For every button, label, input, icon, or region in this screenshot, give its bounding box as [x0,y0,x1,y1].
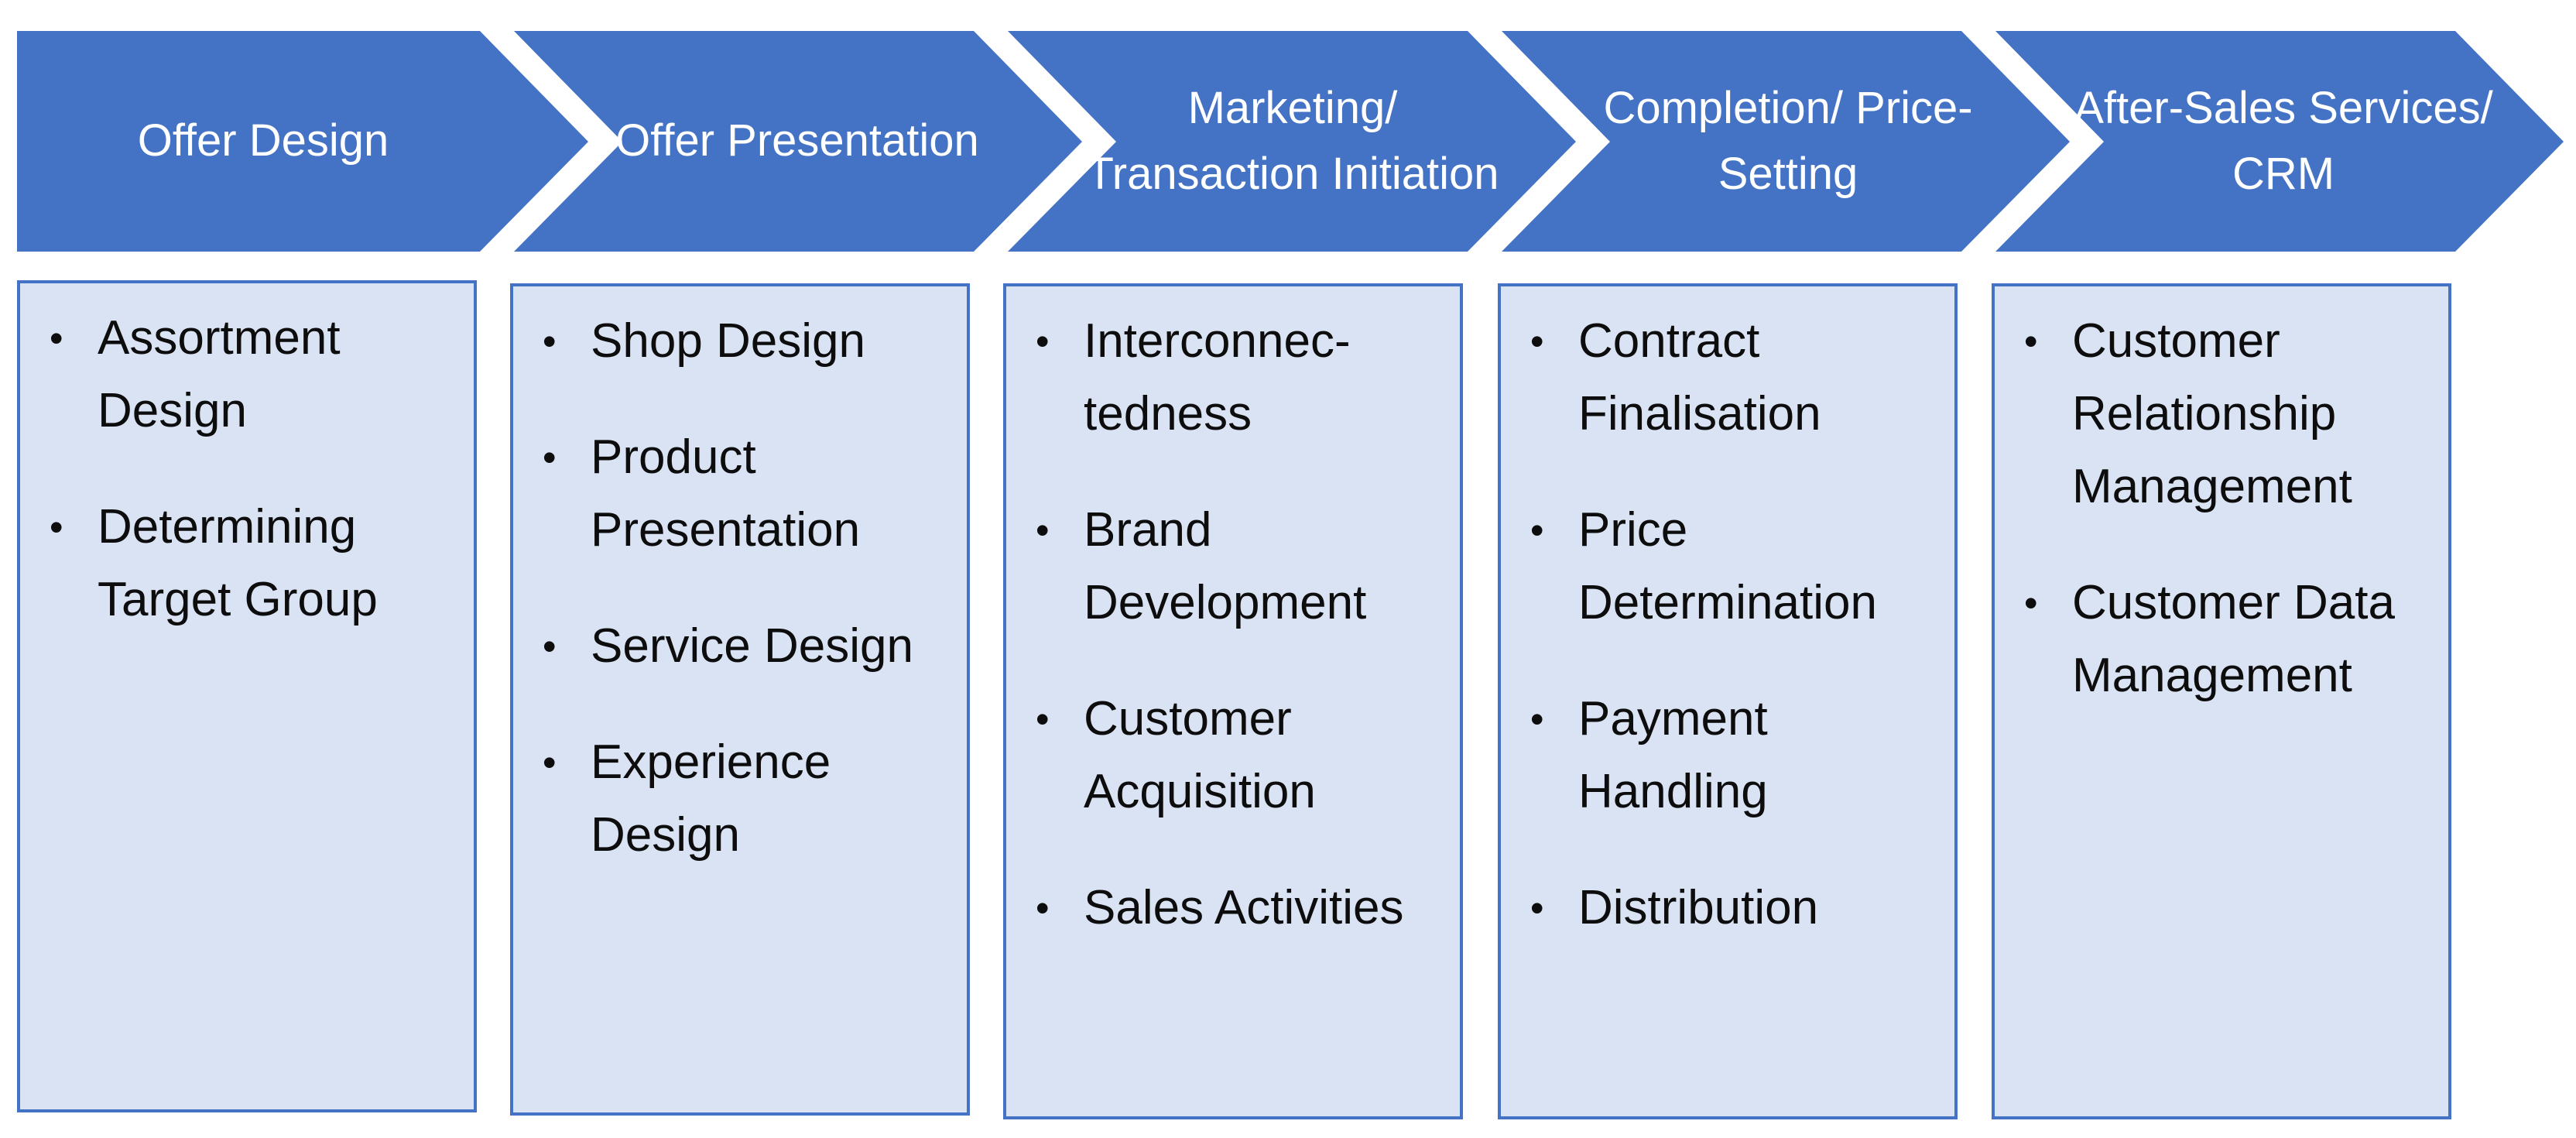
list-item-text: Determining Target Group [98,500,378,626]
stage-5-box: • Customer Relationship Management • Custo… [1992,283,2451,1119]
list-item-text: Distribution [1578,881,1819,934]
list-item-text: Product Presentation [591,430,861,557]
list-item-text: Contract Finalisation [1578,314,1821,440]
chevron-stage-2 [514,31,1082,252]
stage-4-header: Completion/ Price-Setting [1603,83,1973,199]
stage-4-box: • Contract Finalisation • Price Determinat… [1498,283,1958,1119]
bullet-icon: • [50,506,63,549]
bullet-icon: • [543,625,557,668]
bullet-icon: • [1530,320,1544,363]
bullet-icon: • [1530,886,1544,930]
list-item: • Interconnec- tedness [1006,305,1460,451]
stage-1-box: • Assortment Design • Determining Target G… [17,280,477,1112]
bullet-icon: • [50,317,63,360]
list-item: • Contract Finalisation [1501,305,1954,451]
list-item: • Price Determination [1501,494,1954,639]
list-item-text: Customer Relationship Management [2072,314,2352,513]
bullet-icon: • [1530,509,1544,552]
list-item: • Assortment Design [20,302,474,447]
stage-5-list: • Customer Relationship Management • Custo… [1995,286,2448,712]
bullet-icon: • [1036,886,1050,930]
bullet-icon: • [1530,698,1544,741]
bullet-icon: • [1036,509,1050,552]
list-item: • Product Presentation [513,421,967,567]
list-item-text: Customer Data Management [2072,576,2395,702]
chevron-stage-3 [1008,31,1576,252]
bullet-icon: • [543,320,557,363]
list-item-text: Shop Design [591,314,866,368]
bullet-icon: • [1036,320,1050,363]
list-item: • Experience Design [513,726,967,872]
bullet-icon: • [1036,698,1050,741]
list-item-text: Price Determination [1578,503,1877,629]
list-item: • Shop Design [513,305,967,378]
stage-1-list: • Assortment Design • Determining Target G… [20,283,474,636]
chevron-stage-5 [1995,31,2564,252]
chevron-stage-1 [17,31,588,252]
stage-2-list: • Shop Design • Product Presentation • Serv… [513,286,967,872]
stage-1-header: Offer Design [137,115,389,166]
stage-2-header: Offer Presentation [615,115,979,166]
stage-2-box: • Shop Design • Product Presentation • Serv… [510,283,970,1116]
list-item-text: Service Design [591,619,913,673]
list-item: • Customer Data Management [1995,567,2448,712]
bullet-icon: • [2024,581,2038,625]
list-item-text: Interconnec- tedness [1084,314,1351,440]
bullet-icon: • [543,741,557,784]
list-item: • Customer Acquisition [1006,683,1460,828]
list-item-text: Customer Acquisition [1084,692,1316,818]
list-item: • Service Design [513,610,967,683]
list-item-text: Brand Development [1084,503,1367,629]
bullet-icon: • [543,436,557,479]
list-item-text: Assortment Design [98,311,341,437]
list-item: • Sales Activities [1006,872,1460,944]
stage-3-box: • Interconnec- tedness • Brand Development… [1003,283,1463,1119]
chevron-stage-4 [1502,31,2070,252]
list-item-text: Sales Activities [1084,881,1404,934]
stage-5-header: After-Sales Services/ CRM [2074,83,2493,199]
list-item: • Customer Relationship Management [1995,305,2448,523]
list-item-text: Experience Design [591,735,831,862]
list-item: • Determining Target Group [20,491,474,636]
list-item-text: Payment Handling [1578,692,1768,818]
list-item: • Distribution [1501,872,1954,944]
stage-4-list: • Contract Finalisation • Price Determinat… [1501,286,1954,944]
list-item: • Payment Handling [1501,683,1954,828]
stage-3-list: • Interconnec- tedness • Brand Development… [1006,286,1460,944]
bullet-icon: • [2024,320,2038,363]
list-item: • Brand Development [1006,494,1460,639]
stage-3-header: Marketing/ Transaction Initiation [1086,83,1499,199]
